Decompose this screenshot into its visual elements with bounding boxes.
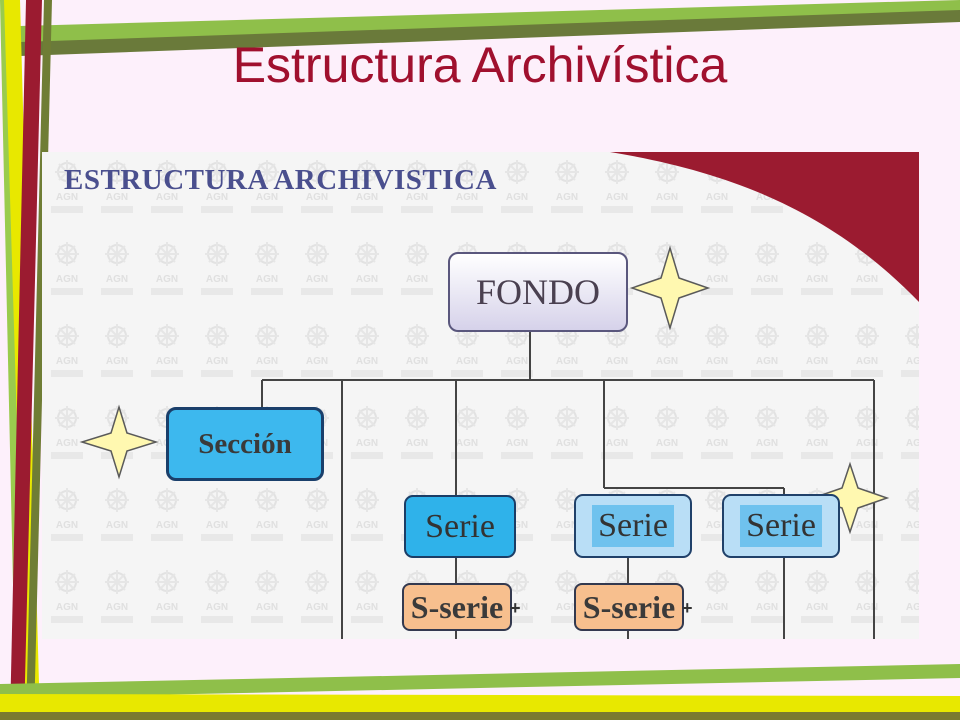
star-icon-serie bbox=[810, 461, 890, 535]
seccion-node: Sección bbox=[166, 407, 324, 481]
figure-heading: ESTRUCTURA ARCHIVISTICA bbox=[64, 164, 497, 196]
serie-node-3: Serie bbox=[722, 494, 840, 558]
left-stripe-red bbox=[10, 0, 42, 720]
top-stripe-dark bbox=[20, 8, 960, 56]
watermark-background bbox=[42, 152, 919, 639]
top-stripe-green bbox=[20, 0, 960, 42]
subserie-label-1: S-serie bbox=[410, 588, 504, 625]
serie-label-3: Serie bbox=[740, 505, 822, 547]
bottom-stripe-olive bbox=[0, 712, 960, 720]
subserie-label-2: S-serie bbox=[582, 588, 676, 625]
subserie-node-1: S-serie bbox=[402, 583, 512, 631]
star-icon-seccion bbox=[79, 404, 159, 480]
subserie-plus-2: + bbox=[682, 598, 693, 618]
fondo-label: FONDO bbox=[475, 272, 600, 312]
seccion-label: Sección bbox=[198, 427, 292, 460]
bottom-stripe-yellow bbox=[0, 694, 960, 712]
serie-node-2: Serie bbox=[574, 494, 692, 558]
serie-label-2: Serie bbox=[592, 505, 674, 547]
connector-lines bbox=[261, 332, 875, 639]
figure-graphics: AGN bbox=[42, 152, 919, 639]
bottom-stripe-green bbox=[0, 664, 960, 698]
fondo-node: FONDO bbox=[448, 252, 628, 332]
archival-structure-figure: AGN bbox=[42, 152, 919, 639]
subserie-node-2: S-serie bbox=[574, 583, 684, 631]
red-corner-shape bbox=[610, 152, 919, 302]
star-icon-fondo bbox=[629, 245, 711, 331]
serie-label-1: Serie bbox=[425, 507, 495, 545]
subserie-plus-1: + bbox=[510, 598, 521, 618]
serie-node-1: Serie bbox=[404, 495, 516, 558]
slide-title: Estructura Archivística bbox=[232, 37, 728, 93]
